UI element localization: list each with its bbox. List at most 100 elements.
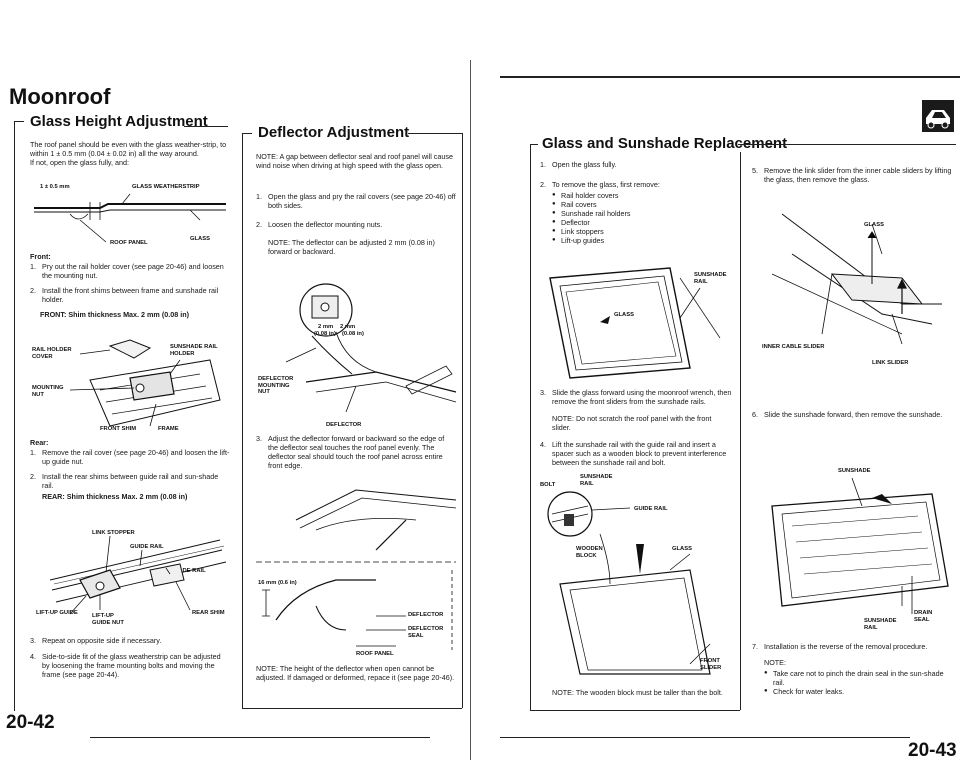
replacement-section-rule bbox=[738, 144, 956, 145]
replace-step-2: 2.To remove the glass, first remove: Rai… bbox=[540, 180, 735, 245]
rear-label: Rear: bbox=[30, 438, 49, 447]
page-number-right: 20-43 bbox=[908, 740, 957, 761]
deflector-mm-1: 2 mm bbox=[318, 324, 334, 330]
deflector-seal-label: DEFLECTOR SEAL bbox=[408, 626, 444, 639]
wooden-block-figure: BOLT SUNSHADE RAIL GUIDE RAIL WOODEN BLO… bbox=[540, 474, 735, 684]
replace-note-4: NOTE: The wooden block must be taller th… bbox=[552, 688, 723, 697]
front-slider-label: FRONT SLIDER bbox=[700, 658, 722, 671]
replace-step-7: 7.Installation is the reverse of the rem… bbox=[752, 642, 928, 651]
rear-shim-spec: REAR: Shim thickness Max. 2 mm (0.08 in) bbox=[42, 492, 188, 501]
sunshade-figure: SUNSHADE DRAIN SEAL SUNSHADE RAIL bbox=[752, 466, 952, 636]
liftup-guide-nut-label: LIFT-UP GUIDE NUT bbox=[92, 613, 124, 626]
deflector-bracket-right bbox=[462, 133, 463, 708]
front-step-2: 2.Install the front shims between frame … bbox=[30, 286, 219, 304]
glass-label-r3: GLASS bbox=[864, 222, 884, 228]
deflector-step-2: 2.Loosen the deflector mounting nuts. bbox=[256, 220, 383, 229]
intro-text: The roof panel should be even with the g… bbox=[30, 140, 227, 167]
end-step-3: 3.Repeat on opposite side if necessary. bbox=[30, 636, 162, 645]
rail-holder-cover-label: RAIL HOLDER COVER bbox=[32, 347, 72, 360]
page-number-left: 20-42 bbox=[6, 712, 55, 733]
deflector-step-3: 3.Adjust the deflector forward or backwa… bbox=[256, 434, 445, 470]
deflector-note-3: NOTE: The height of the deflector when o… bbox=[256, 664, 455, 682]
list-item: Lift-up guides bbox=[552, 236, 735, 245]
front-step-1: 1.Pry out the rail holder cover (see pag… bbox=[30, 262, 224, 280]
page-heading: Moonroof bbox=[9, 84, 111, 109]
liftup-guide-label: LIFT-UP GUIDE bbox=[36, 610, 78, 616]
list-item: Deflector bbox=[552, 218, 735, 227]
list-item: Link stoppers bbox=[552, 227, 735, 236]
deflector-label: DEFLECTOR bbox=[326, 422, 362, 428]
note-label: NOTE: bbox=[764, 658, 786, 667]
list-item: Sunshade rail holders bbox=[552, 209, 735, 218]
deflector-mm-2: 2 mm bbox=[340, 324, 356, 330]
rear-shim-figure: LINK STOPPER GUIDE RAIL SUNSHADE RAIL LI… bbox=[30, 510, 235, 635]
top-rule-right bbox=[500, 76, 960, 78]
section-bracket-top bbox=[14, 121, 24, 122]
glass-label-r1: GLASS bbox=[614, 312, 634, 318]
wooden-block-label: WOODEN BLOCK bbox=[576, 546, 603, 559]
deflector-step-1: 1.Open the glass and pry the rail covers… bbox=[256, 192, 456, 210]
front-label: Front: bbox=[30, 252, 51, 261]
list-item: Take care not to pinch the drain seal in… bbox=[764, 669, 954, 687]
replacement-bracket bbox=[530, 144, 531, 710]
rear-step-1: 1.Remove the rail cover (see page 20-46)… bbox=[30, 448, 230, 466]
replace-step-5: 5.Remove the link slider from the inner … bbox=[752, 166, 952, 184]
deflector-seal-figure: 16 mm (0.6 in) DEFLECTOR DEFLECTOR SEAL … bbox=[256, 480, 461, 660]
replacement-bracket-top bbox=[530, 144, 538, 145]
page-spine bbox=[470, 60, 471, 760]
tolerance-label: 1 ± 0.5 mm bbox=[40, 184, 70, 190]
mounting-nut-label: MOUNTING NUT bbox=[32, 385, 64, 398]
deflector-height-label: 16 mm (0.6 in) bbox=[258, 580, 297, 586]
deflector-bracket-bottom bbox=[242, 708, 462, 709]
note-bullets: Take care not to pinch the drain seal in… bbox=[764, 669, 954, 696]
replace-step-4: 4.Lift the sunshade rail with the guide … bbox=[540, 440, 727, 467]
sunshade-label: SUNSHADE bbox=[838, 468, 871, 474]
deflector-note-1: NOTE: A gap between deflector seal and r… bbox=[256, 152, 453, 170]
guide-rail-label: GUIDE RAIL bbox=[130, 544, 164, 550]
replace-step-3: 3.Slide the glass forward using the moon… bbox=[540, 388, 732, 406]
remove-parts-list: Rail holder covers Rail covers Sunshade … bbox=[552, 191, 735, 245]
left-page: Moonroof Glass Height Adjustment The roo… bbox=[0, 0, 470, 768]
deflector-mount-figure: 2 mm (0.08 in) 2 mm (0.08 in) DEFLECTOR … bbox=[256, 262, 461, 428]
replacement-col-divider bbox=[740, 152, 741, 710]
bottom-rule-right bbox=[500, 737, 910, 738]
glass-label: GLASS bbox=[190, 236, 210, 242]
section-title-deflector: Deflector Adjustment bbox=[258, 124, 410, 141]
rear-step-2: 2.Install the rear shims between guide r… bbox=[30, 472, 219, 490]
sunshade-rail-label-r4: SUNSHADE RAIL bbox=[864, 618, 897, 631]
drain-seal-label: DRAIN SEAL bbox=[914, 610, 933, 623]
list-item: Rail covers bbox=[552, 200, 735, 209]
section-rule bbox=[184, 126, 228, 127]
deflector-in-2: (0.08 in) bbox=[342, 331, 364, 337]
bottom-rule-left bbox=[90, 737, 430, 738]
glass-removal-figure: SUNSHADE RAIL GLASS bbox=[540, 258, 735, 383]
car-roof-tab-icon bbox=[922, 100, 954, 132]
list-item: Check for water leaks. bbox=[764, 687, 954, 696]
roof-panel-label-2: ROOF PANEL bbox=[356, 651, 394, 657]
section-bracket bbox=[14, 121, 15, 711]
guide-rail-label-r2: GUIDE RAIL bbox=[634, 506, 668, 512]
replacement-bracket-bottom bbox=[530, 710, 740, 711]
deflector-bracket bbox=[242, 133, 243, 708]
deflector-mounting-nut-label: DEFLECTOR MOUNTING NUT bbox=[258, 376, 294, 395]
deflector-label-2: DEFLECTOR bbox=[408, 612, 444, 618]
right-page: Glass and Sunshade Replacement 1.Open th… bbox=[490, 0, 960, 768]
link-slider-figure: GLASS INNER CABLE SLIDER LINK SLIDER bbox=[752, 194, 952, 374]
deflector-section-rule bbox=[408, 133, 462, 134]
sunshade-rail-holder-label: SUNSHADE RAIL HOLDER bbox=[170, 344, 218, 357]
replace-step-6: 6.Slide the sunshade forward, then remov… bbox=[752, 410, 943, 419]
section-title-replacement: Glass and Sunshade Replacement bbox=[542, 135, 788, 152]
replace-note-3: NOTE: Do not scratch the roof panel with… bbox=[552, 414, 712, 432]
inner-cable-slider-label: INNER CABLE SLIDER bbox=[762, 344, 825, 350]
sunshade-rail-label-r2: SUNSHADE RAIL bbox=[580, 474, 613, 487]
list-item: Rail holder covers bbox=[552, 191, 735, 200]
weatherstrip-label: GLASS WEATHERSTRIP bbox=[132, 184, 200, 190]
front-shim-label: FRONT SHIM bbox=[100, 426, 137, 432]
end-step-4: 4.Side-to-side fit of the glass weathers… bbox=[30, 652, 221, 679]
rear-shim-label: REAR SHIM bbox=[192, 610, 225, 616]
roof-panel-label: ROOF PANEL bbox=[110, 240, 148, 246]
front-shim-spec: FRONT: Shim thickness Max. 2 mm (0.08 in… bbox=[40, 310, 189, 319]
link-slider-label: LINK SLIDER bbox=[872, 360, 909, 366]
frame-label: FRAME bbox=[158, 426, 179, 432]
deflector-in-1: (0.08 in) bbox=[314, 331, 336, 337]
